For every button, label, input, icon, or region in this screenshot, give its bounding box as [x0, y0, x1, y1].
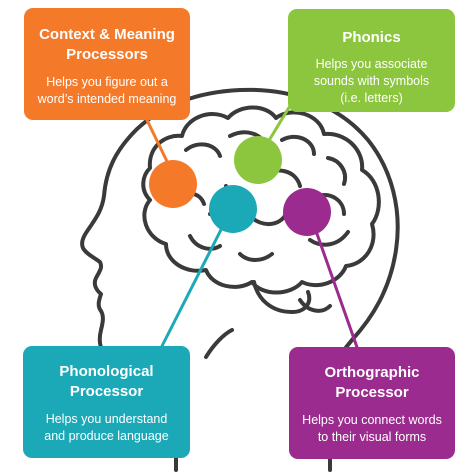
orthographic-desc-line2: to their visual forms	[317, 430, 427, 444]
context-desc-line2: word’s intended meaning	[37, 92, 177, 106]
orthographic-desc-line1: Helps you connect words	[302, 413, 442, 427]
phonological-card-description: Helps you understand and produce languag…	[29, 411, 184, 445]
context-title-line2: Processors	[66, 46, 148, 63]
phonological-card-title: Phonological Processor	[29, 362, 184, 402]
phonics-desc-line1: Helps you associate	[315, 57, 428, 71]
connector-phonological	[158, 210, 232, 352]
phonological-processor-card: Phonological Processor Helps you underst…	[23, 346, 190, 458]
phonological-dot	[209, 185, 257, 233]
orthographic-dot	[283, 188, 331, 236]
orthographic-title-line1: Orthographic	[324, 364, 420, 381]
orthographic-processor-card: Orthographic Processor Helps you connect…	[289, 347, 455, 459]
head-outline-icon	[80, 87, 400, 472]
phonological-desc-line1: Helps you understand	[45, 412, 168, 426]
context-title-line1: Context & Meaning	[39, 26, 175, 43]
phonics-card-title: Phonics	[294, 28, 449, 48]
orthographic-title-line2: Processor	[335, 384, 409, 401]
orthographic-card-title: Orthographic Processor	[295, 363, 449, 403]
phonological-desc-line2: and produce language	[44, 429, 169, 443]
connector-orthographic	[308, 212, 360, 352]
context-desc-line1: Helps you figure out a	[46, 75, 168, 89]
context-meaning-card: Context & Meaning Processors Helps you f…	[24, 8, 190, 120]
phonics-desc-line3: (i.e. letters)	[340, 91, 403, 105]
phonics-card-description: Helps you associate sounds with symbols …	[294, 56, 449, 107]
orthographic-card-description: Helps you connect words to their visual …	[295, 412, 449, 446]
phonics-title-line1: Phonics	[342, 29, 401, 46]
context-dot	[149, 160, 197, 208]
phonological-title-line1: Phonological	[59, 363, 154, 380]
context-card-description: Helps you figure out a word’s intended m…	[30, 74, 184, 108]
phonological-title-line2: Processor	[69, 383, 144, 400]
context-card-title: Context & Meaning Processors	[30, 25, 184, 65]
phonics-card: Phonics Helps you associate sounds with …	[288, 9, 455, 112]
phonics-dot	[234, 136, 282, 184]
phonics-desc-line2: sounds with symbols	[313, 74, 430, 88]
